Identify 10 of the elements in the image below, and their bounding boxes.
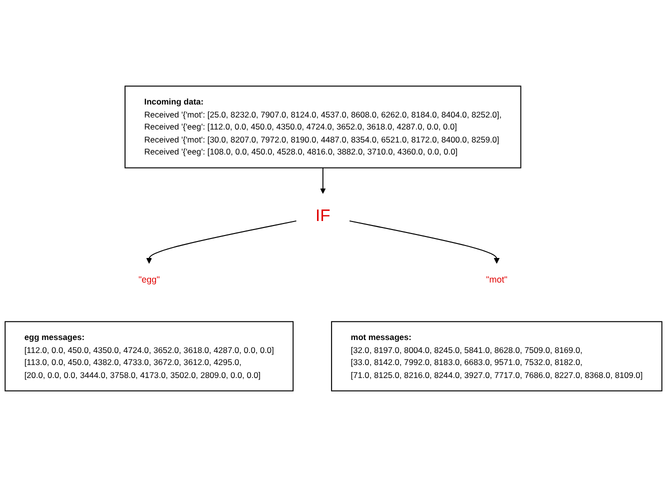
node-text: "egg" <box>138 274 160 284</box>
node-box <box>124 86 522 168</box>
arrow <box>349 220 500 264</box>
flowchart: Incoming data: Received '{'mot': [25.0, 8232.0, 7907.0, 8124.0, 4537.0, 8608.0, 6262.0, 8184.0, 8404.0, 8252.0], Received '{'eeg': [112.0, 0.0, 450.0, 4350.0, 4724.0, 3652.0, 3618.0, 4287.0, 0.0, 0.0] Received '{'mot': [30.0, 8207.0, 7972.0, 8190.0, 4487.0, 8354.0, 6521.0, 8172.0, 8400.0, 8259.0] Received '{'eeg': [108.0, 0.0, 450.0, 4528.0, 4816.0, 3882.0, 3710.0, 4360.0, 0.0, 0.0] IF "egg" "mot" egg messages: [112.0, 0.0, 450.0, 4350.0, 4724.0, 3652.0, 3618.0, 4287.0, 0.0, 0.0] [113.0, 0.0, 450.0, 4382.0, 4733.0, 3672.0, 3612.0, 4295.0, [20.0, 0.0, 0.0, 3444.0, 3758.0, 4173.0, 3502.0, 2809.0, 0.0, 0.0] mot messages: [32.0, 8197.0, 8004.0, 8245.0, 5841.0, 8628.0, 7509.0, 8169.0, [33.0, 8142.0, 7992.0, 8183.0, 6683.0, 9571.0, 7532.0, 8182.0, [71.0, 8125.0, 8216.0, 8244.0, 3927.0, 7717.0, 7686.0, 8227.0, 8368.0, 8109.0] <box>0 81 667 396</box>
node-box <box>4 321 294 392</box>
node-text: "mot" <box>486 274 508 284</box>
arrow <box>146 220 297 264</box>
node-box <box>331 321 662 392</box>
arrow <box>320 167 326 194</box>
node-text: IF <box>316 206 330 225</box>
